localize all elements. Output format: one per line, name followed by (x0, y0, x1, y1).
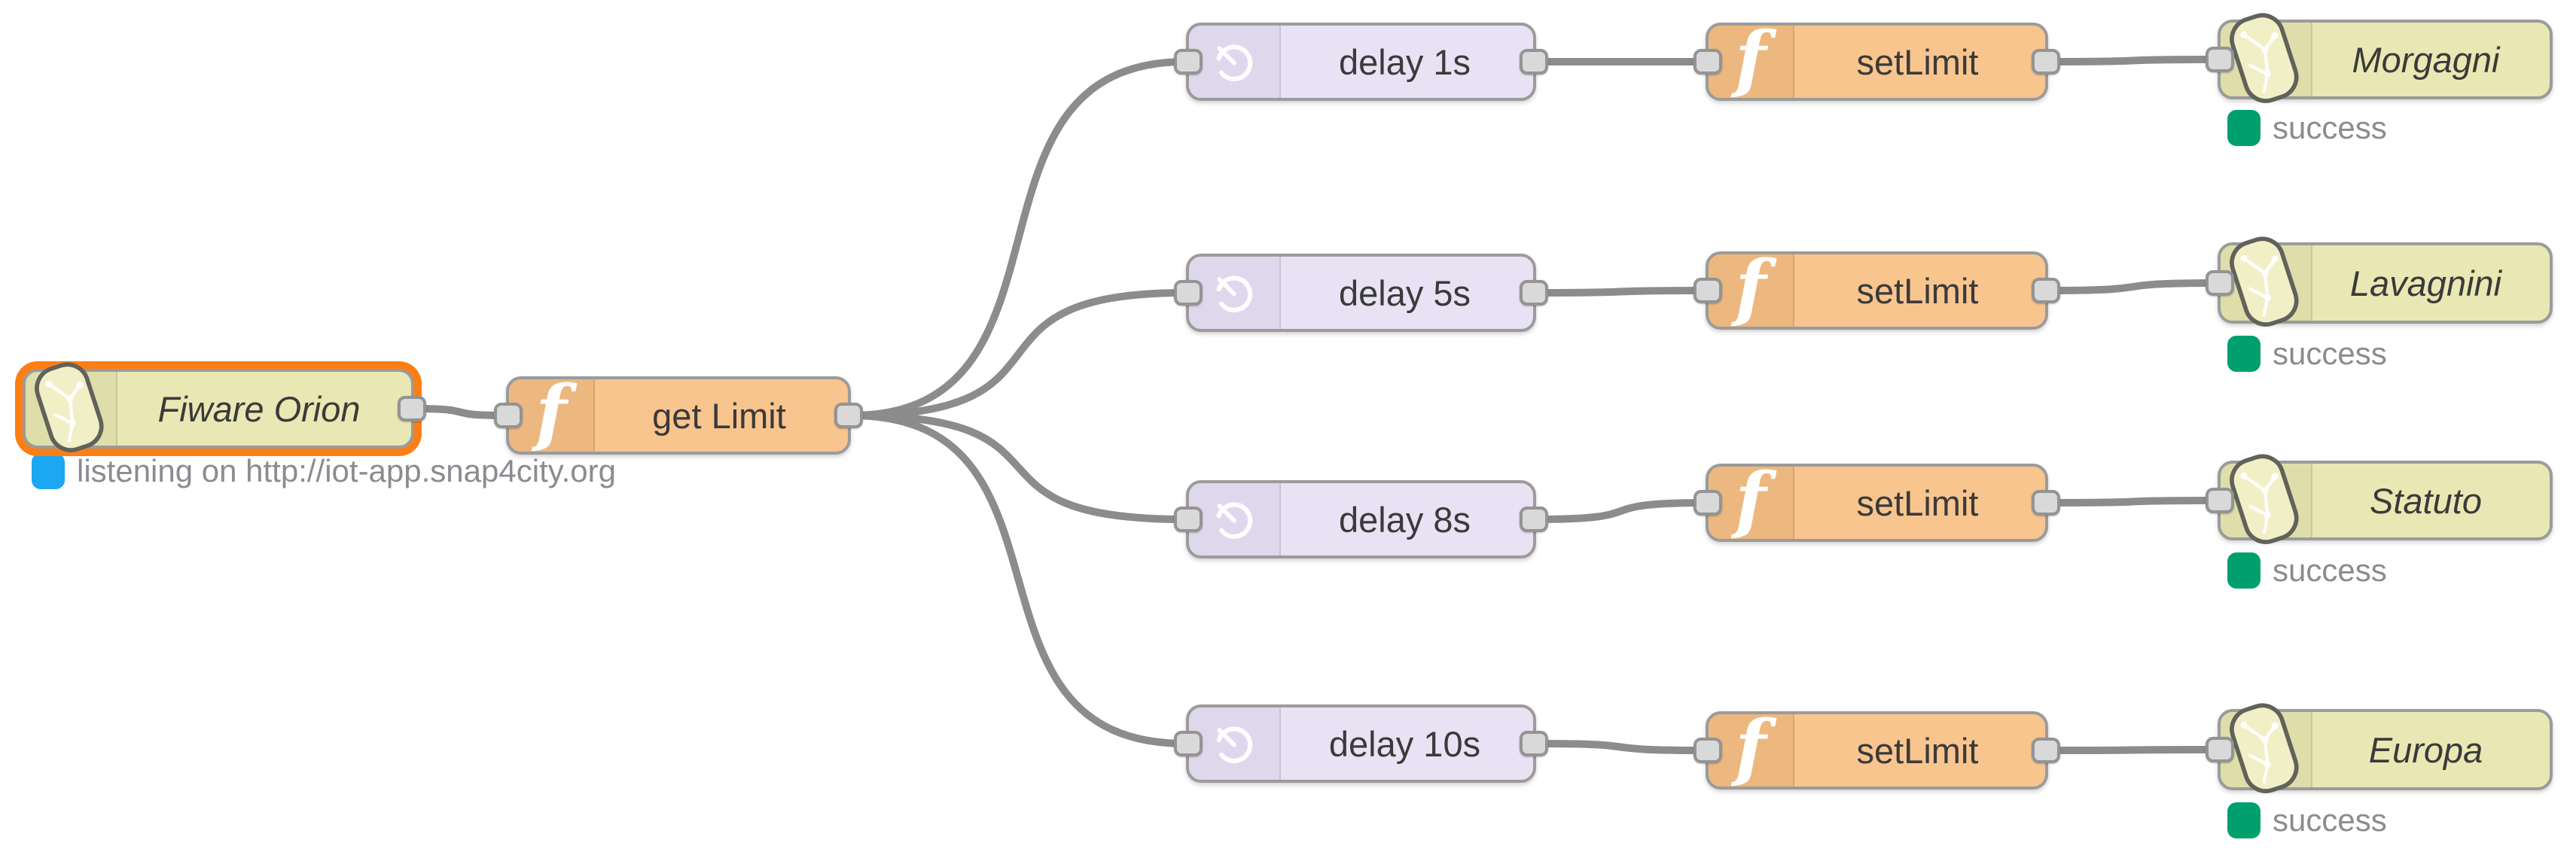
timer-icon (1215, 726, 1253, 764)
wire-set_limit_3-to-statuto[interactable] (2045, 497, 2221, 507)
node-set-limit-3[interactable]: f setLimit (1693, 457, 2060, 543)
wire-set_limit_1-to-morgagni[interactable] (2045, 56, 2221, 65)
function-icon: f (1735, 245, 1767, 330)
function-icon: f (1735, 457, 1767, 543)
node-get-limit[interactable]: f get Limit (494, 370, 863, 455)
status-indicator: success (2227, 336, 2387, 372)
status-indicator: success (2227, 110, 2387, 146)
output-port[interactable] (2032, 278, 2060, 303)
output-port[interactable] (2032, 49, 2060, 75)
node-label: setLimit (1856, 730, 1979, 771)
wire-get_limit-to-delay_10s[interactable] (848, 412, 1189, 747)
output-port[interactable] (1520, 731, 1548, 756)
output-port[interactable] (834, 403, 863, 428)
icon-band (1709, 254, 1794, 327)
status-dot (2227, 336, 2260, 372)
status-dot (2227, 110, 2260, 146)
wire-get_limit-to-delay_8s[interactable] (848, 412, 1189, 523)
node-label: Lavagnini (2349, 263, 2502, 303)
node-fiware-orion[interactable]: Fiware Orion (23, 362, 426, 452)
input-port[interactable] (1174, 507, 1203, 532)
input-port[interactable] (1174, 280, 1203, 306)
input-port[interactable] (2206, 737, 2234, 762)
map-icon (2230, 703, 2299, 793)
output-port[interactable] (2032, 738, 2060, 763)
timer-icon (1215, 44, 1253, 82)
node-label: get Limit (652, 395, 786, 436)
wire-delay_5s-to-set_limit_2[interactable] (1533, 287, 1709, 297)
node-label: setLimit (1856, 482, 1979, 523)
output-port[interactable] (1520, 507, 1548, 532)
node-label: Morgagni (2352, 39, 2500, 80)
wire-fiware_orion-to-get_limit[interactable] (411, 405, 509, 419)
output-port[interactable] (1520, 49, 1548, 75)
input-port[interactable] (1693, 490, 1722, 516)
status-indicator: listening on http://iot-app.snap4city.or… (32, 453, 616, 489)
input-port[interactable] (1174, 49, 1203, 75)
status-text: success (2273, 802, 2387, 838)
icon-band (1709, 26, 1794, 98)
node-delay-5s[interactable]: delay 5s (1174, 254, 1548, 332)
node-label: delay 8s (1338, 499, 1471, 540)
status-indicator: success (2227, 802, 2387, 838)
map-icon (2230, 13, 2299, 103)
status-dot (32, 453, 65, 489)
function-icon: f (1735, 16, 1767, 102)
input-port[interactable] (1693, 278, 1722, 303)
icon-band (1709, 467, 1794, 539)
icon-band (509, 379, 595, 452)
node-europa[interactable]: Europa (2206, 703, 2553, 793)
node-label: Fiware Orion (157, 388, 361, 429)
wire-delay_8s-to-set_limit_3[interactable] (1533, 499, 1709, 523)
input-port[interactable] (2206, 270, 2234, 296)
node-delay-10s[interactable]: delay 10s (1174, 704, 1548, 783)
input-port[interactable] (494, 403, 523, 428)
input-port[interactable] (1693, 49, 1722, 75)
status-dot (2227, 802, 2260, 838)
wire-get_limit-to-delay_5s[interactable] (848, 289, 1189, 419)
node-morgagni[interactable]: Morgagni (2206, 13, 2553, 103)
output-port[interactable] (1520, 280, 1548, 306)
node-label: setLimit (1856, 41, 1979, 82)
map-icon (2230, 454, 2299, 544)
node-label: setLimit (1856, 270, 1979, 311)
input-port[interactable] (1174, 731, 1203, 756)
node-set-limit-2[interactable]: f setLimit (1693, 245, 2060, 330)
node-set-limit-1[interactable]: f setLimit (1693, 16, 2060, 102)
function-icon: f (535, 370, 567, 455)
node-delay-1s[interactable]: delay 1s (1174, 23, 1548, 101)
timer-icon (1215, 502, 1253, 540)
output-port[interactable] (2032, 490, 2060, 516)
node-label: delay 5s (1338, 272, 1471, 313)
node-lavagnini[interactable]: Lavagnini (2206, 236, 2553, 327)
status-dot (2227, 552, 2260, 589)
node-set-limit-4[interactable]: f setLimit (1693, 704, 2060, 790)
status-text: success (2273, 552, 2387, 588)
status-indicator: success (2227, 552, 2387, 589)
output-port[interactable] (398, 396, 426, 421)
status-text: success (2273, 110, 2387, 145)
map-icon (35, 362, 104, 452)
status-text: listening on http://iot-app.snap4city.or… (77, 453, 616, 488)
function-icon: f (1735, 704, 1767, 790)
wire-delay_10s-to-set_limit_4[interactable] (1533, 740, 1709, 754)
node-label: Europa (2368, 729, 2483, 770)
input-port[interactable] (2206, 488, 2234, 513)
node-delay-8s[interactable]: delay 8s (1174, 480, 1548, 558)
map-icon (2230, 236, 2299, 327)
node-label: delay 10s (1328, 723, 1481, 764)
input-port[interactable] (1693, 738, 1722, 763)
status-text: success (2273, 336, 2387, 371)
node-statuto[interactable]: Statuto (2206, 454, 2553, 544)
timer-icon (1215, 275, 1253, 313)
wire-set_limit_2-to-lavagnini[interactable] (2045, 279, 2221, 294)
input-port[interactable] (2206, 47, 2234, 72)
node-label: delay 1s (1338, 41, 1471, 82)
icon-band (1709, 714, 1794, 787)
wire-get_limit-to-delay_1s[interactable] (848, 58, 1189, 419)
node-label: Statuto (2370, 480, 2482, 521)
